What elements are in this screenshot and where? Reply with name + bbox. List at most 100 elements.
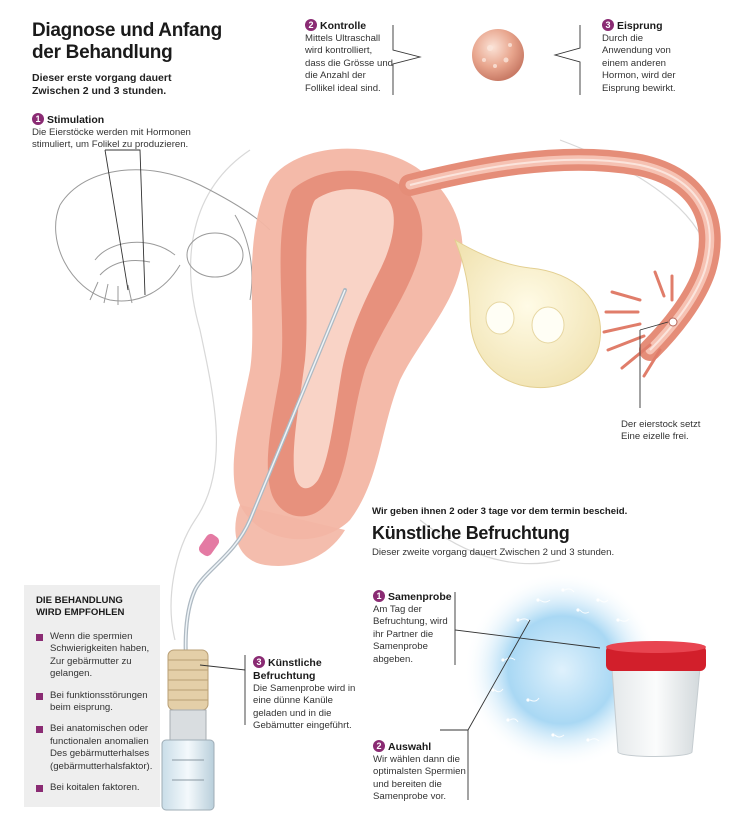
item-line: gelangen. <box>50 668 93 680</box>
item-line: Schwierigkeiten haben, <box>50 643 150 655</box>
recommendation-item: Bei funktionsstörungen beim eisprung. <box>36 690 152 715</box>
fimbriae <box>602 270 674 378</box>
body-line: die Anzahl der <box>305 70 366 82</box>
step-title-text: Eisprung <box>617 20 663 32</box>
body-line: Am Tag der <box>373 604 422 615</box>
syringe-catheter-icon <box>161 649 215 811</box>
step-title-text: Kontrolle <box>320 20 367 32</box>
bottom-callouts <box>199 592 601 800</box>
body-line: Wir wählen dann die <box>373 754 460 765</box>
egg-cell <box>668 317 678 327</box>
step-number-badge: 1 <box>32 113 44 125</box>
recommendation-item: Wenn die spermien Schwierigkeiten haben,… <box>36 631 152 681</box>
section2-title: Künstliche Befruchtung <box>372 523 570 543</box>
body-line: Samenprobe <box>373 641 428 653</box>
body-line: optimalsten Spermien <box>373 766 466 778</box>
step-kontrolle-body: Mittels Ultraschall wird kontrolliert, d… <box>305 33 395 95</box>
body-line: stimuliert, um Folikel zu produzieren. <box>32 139 189 151</box>
step-auswahl-body: Wir wählen dann die optimalsten Spermien… <box>373 754 483 804</box>
note-line: Eine eizelle frei. <box>621 431 689 443</box>
body-line: Durch die <box>602 33 644 44</box>
body-line: Die Eierstöcke werden mit Hormonen <box>32 127 191 138</box>
subtitle-line1: Dieser erste vorgang dauert <box>32 72 172 84</box>
body-line: Mittels Ultraschall <box>305 33 381 44</box>
step-title-text: Samenprobe <box>388 591 452 603</box>
step-stimulation-body: Die Eierstöcke werden mit Hormonen stimu… <box>32 127 272 152</box>
body-line: eine dünne Kanüle <box>253 695 334 707</box>
item-line: Bei funktionsstörungen <box>50 689 148 701</box>
recommendation-item: Bei anatomischen oder functionalen anoma… <box>36 723 152 773</box>
reco-title-line2: WIRD EMPFOHLEN <box>36 607 125 618</box>
step-samenprobe-body: Am Tag der Befruchtung, wird ihr Partner… <box>373 604 473 666</box>
note-line: Der eierstock setzt <box>621 419 701 430</box>
body-line: Samenprobe vor. <box>373 791 447 803</box>
body-line: wird kontrolliert, <box>305 45 373 57</box>
item-line: beim eisprung. <box>50 702 113 714</box>
body-line: Die Samenprobe wird in <box>253 683 356 694</box>
catheter <box>183 288 347 662</box>
body-line: ihr Partner die <box>373 628 434 640</box>
step-title-text: Stimulation <box>47 114 105 126</box>
callout-brackets <box>104 25 669 408</box>
step-number-badge: 2 <box>305 19 317 31</box>
step-eisprung-body: Durch die Anwendung von einem anderen Ho… <box>602 33 712 95</box>
body-line: dass die Grösse und <box>305 57 393 69</box>
page-title-line1: Diagnose und Anfang <box>32 20 222 41</box>
uterus-illustration <box>233 148 721 566</box>
body-line: einem anderen <box>602 57 667 69</box>
body-line: Hormon, wird der <box>602 70 676 82</box>
item-line: Des gebärmutterhalses <box>50 748 150 760</box>
step-number-badge: 2 <box>373 740 385 752</box>
body-line: Gebämutter eingeführt. <box>253 720 352 732</box>
item-line: (gebärmutterhalsfaktor). <box>50 760 153 772</box>
specimen-cup-icon <box>606 641 706 757</box>
step-title-text: Auswahl <box>388 741 432 753</box>
body-line: und bereiten die <box>373 778 442 790</box>
recommendation-title: DIE BEHANDLUNG WIRD EMPFOHLEN <box>36 595 152 619</box>
body-line: abgeben. <box>373 653 414 665</box>
item-line: Bei anatomischen oder <box>50 723 149 735</box>
page-title: Diagnose und Anfang der Behandlung <box>32 20 222 64</box>
bullet-square <box>36 785 43 793</box>
left-ovary-sketch <box>55 169 271 305</box>
recommendation-item: Bei koitalen faktoren. <box>36 782 152 794</box>
item-line: Wenn die spermien <box>50 631 133 642</box>
follicle-icon <box>472 29 524 81</box>
body-line: Follikel ideal sind. <box>305 82 381 94</box>
recommendation-box: DIE BEHANDLUNG WIRD EMPFOHLEN Wenn die s… <box>24 585 160 807</box>
step-kb-body: Die Samenprobe wird in eine dünne Kanüle… <box>253 683 373 733</box>
step-title-text: Künstliche <box>268 657 322 669</box>
body-line: Anwendung von <box>602 45 671 57</box>
reco-title-line1: DIE BEHANDLUNG <box>36 595 123 606</box>
page-title-line2: der Behandlung <box>32 42 173 63</box>
section2-subtitle: Dieser zweite vorgang dauert Zwischen 2 … <box>372 547 615 558</box>
bullet-square <box>36 634 43 641</box>
body-line: Eisprung bewirkt. <box>602 82 676 94</box>
section2-kicker: Wir geben ihnen 2 oder 3 tage vor dem te… <box>372 506 628 517</box>
step-title-text-line2: Befruchtung <box>253 670 316 682</box>
bullet-square <box>36 726 43 734</box>
bullet-square <box>36 692 43 700</box>
body-line: geladen und in die <box>253 707 332 719</box>
ovary-note: Der eierstock setzt Eine eizelle frei. <box>621 419 731 444</box>
step-number-badge: 3 <box>602 19 614 31</box>
item-line: functionalen anomalien <box>50 735 149 747</box>
step-number-badge: 3 <box>253 656 265 668</box>
item-line: Bei koitalen faktoren. <box>50 782 140 794</box>
page-subtitle: Dieser erste vorgang dauert Zwischen 2 u… <box>32 72 171 98</box>
subtitle-line2: Zwischen 2 und 3 stunden. <box>32 85 167 97</box>
right-ovary <box>453 238 602 389</box>
